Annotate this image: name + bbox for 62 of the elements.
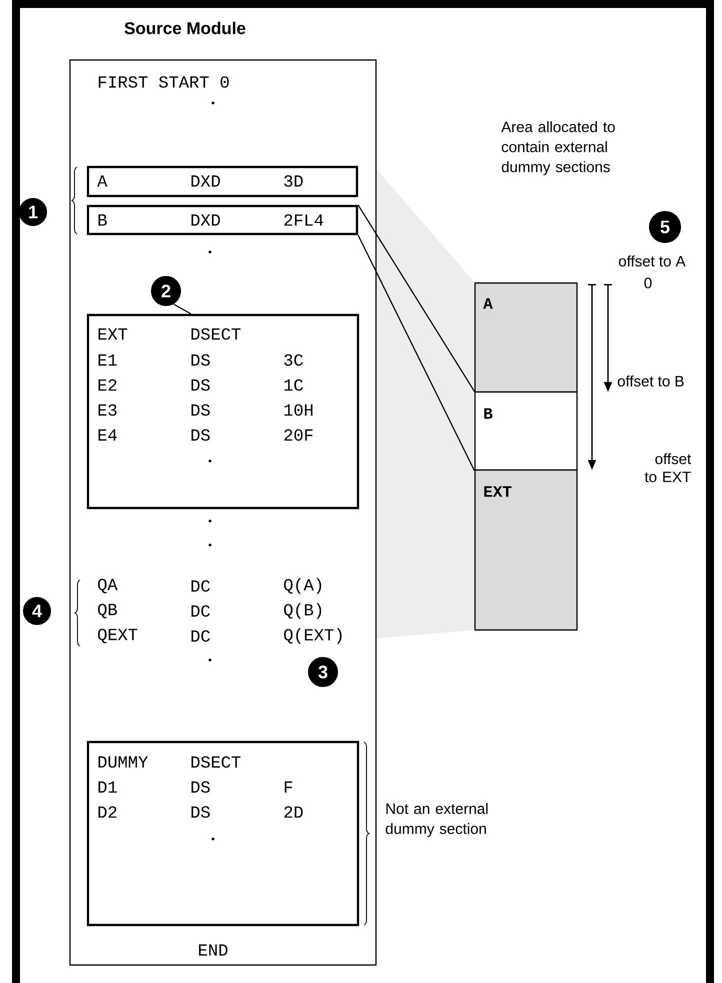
- leader-line: [173, 304, 192, 314]
- callout-number: 4: [23, 597, 51, 625]
- code-text: DXD: [192, 175, 220, 187]
- code-text: DS: [192, 806, 210, 818]
- code-text: DC: [192, 580, 210, 592]
- note-text: Not an external dummy section: [386, 803, 488, 837]
- code-text: E4: [98, 429, 117, 441]
- code-text: 2D: [284, 806, 303, 818]
- offset-label: offset to EXT: [644, 453, 692, 482]
- code-text: 20F: [284, 429, 313, 441]
- code-text: 10H: [284, 404, 312, 416]
- code-text: B: [98, 214, 107, 226]
- code-text: E1: [98, 354, 117, 366]
- code-row-box: [86, 204, 358, 236]
- code-text: DS: [192, 781, 210, 793]
- code-text: DC: [192, 630, 210, 642]
- dsect-box: [86, 314, 360, 510]
- code-text: E3: [98, 404, 117, 416]
- offset-label: offset to B: [618, 376, 684, 386]
- code-text: 2FL4: [284, 214, 324, 226]
- code-text: DUMMY: [98, 756, 148, 768]
- cell-label: B: [484, 408, 492, 419]
- code-text: QA: [98, 578, 118, 594]
- code-text: 3C: [284, 354, 303, 366]
- heading: Source Module: [124, 22, 246, 34]
- code-text: DS: [192, 404, 210, 416]
- code-text: DS: [192, 429, 210, 441]
- code-text: 1C: [284, 379, 303, 391]
- storage-cell: [474, 282, 578, 393]
- callout-number: 2: [151, 276, 181, 306]
- storage-cell: [474, 469, 578, 631]
- code-text: DS: [192, 379, 210, 391]
- code-text: EXT: [98, 328, 128, 340]
- code-text: DXD: [192, 214, 220, 226]
- code-text: DSECT: [192, 328, 241, 340]
- dsect-box: [86, 740, 360, 926]
- code-text: E2: [98, 379, 116, 391]
- code-text: DSECT: [192, 756, 241, 768]
- code-text: Q(B): [284, 603, 322, 619]
- code-text: D2: [98, 806, 116, 818]
- code-text: D1: [98, 781, 117, 793]
- code-text: QB: [98, 604, 117, 618]
- callout-number: 3: [308, 657, 338, 687]
- connector-line: [358, 204, 475, 392]
- cell-label: A: [483, 298, 493, 309]
- connector-line: [358, 234, 475, 471]
- area-caption: Area allocated to contain external dummy sections: [501, 121, 615, 176]
- code-text: 3D: [284, 175, 303, 187]
- offset-label: 0: [644, 278, 652, 288]
- code-text: F: [284, 781, 292, 793]
- code-text: DS: [192, 354, 210, 366]
- code-row-box: [86, 166, 358, 198]
- code-text: A: [97, 175, 108, 187]
- callout-number: 1: [19, 198, 47, 226]
- code-text: QEXT: [98, 628, 138, 644]
- storage-cell: [474, 391, 578, 471]
- callout-number: 5: [649, 211, 681, 243]
- code-text: FIRST START 0: [98, 76, 229, 88]
- code-text: DC: [192, 605, 210, 617]
- cell-label: EXT: [484, 486, 512, 497]
- code-text: END: [199, 944, 228, 956]
- code-text: Q(A): [284, 578, 322, 594]
